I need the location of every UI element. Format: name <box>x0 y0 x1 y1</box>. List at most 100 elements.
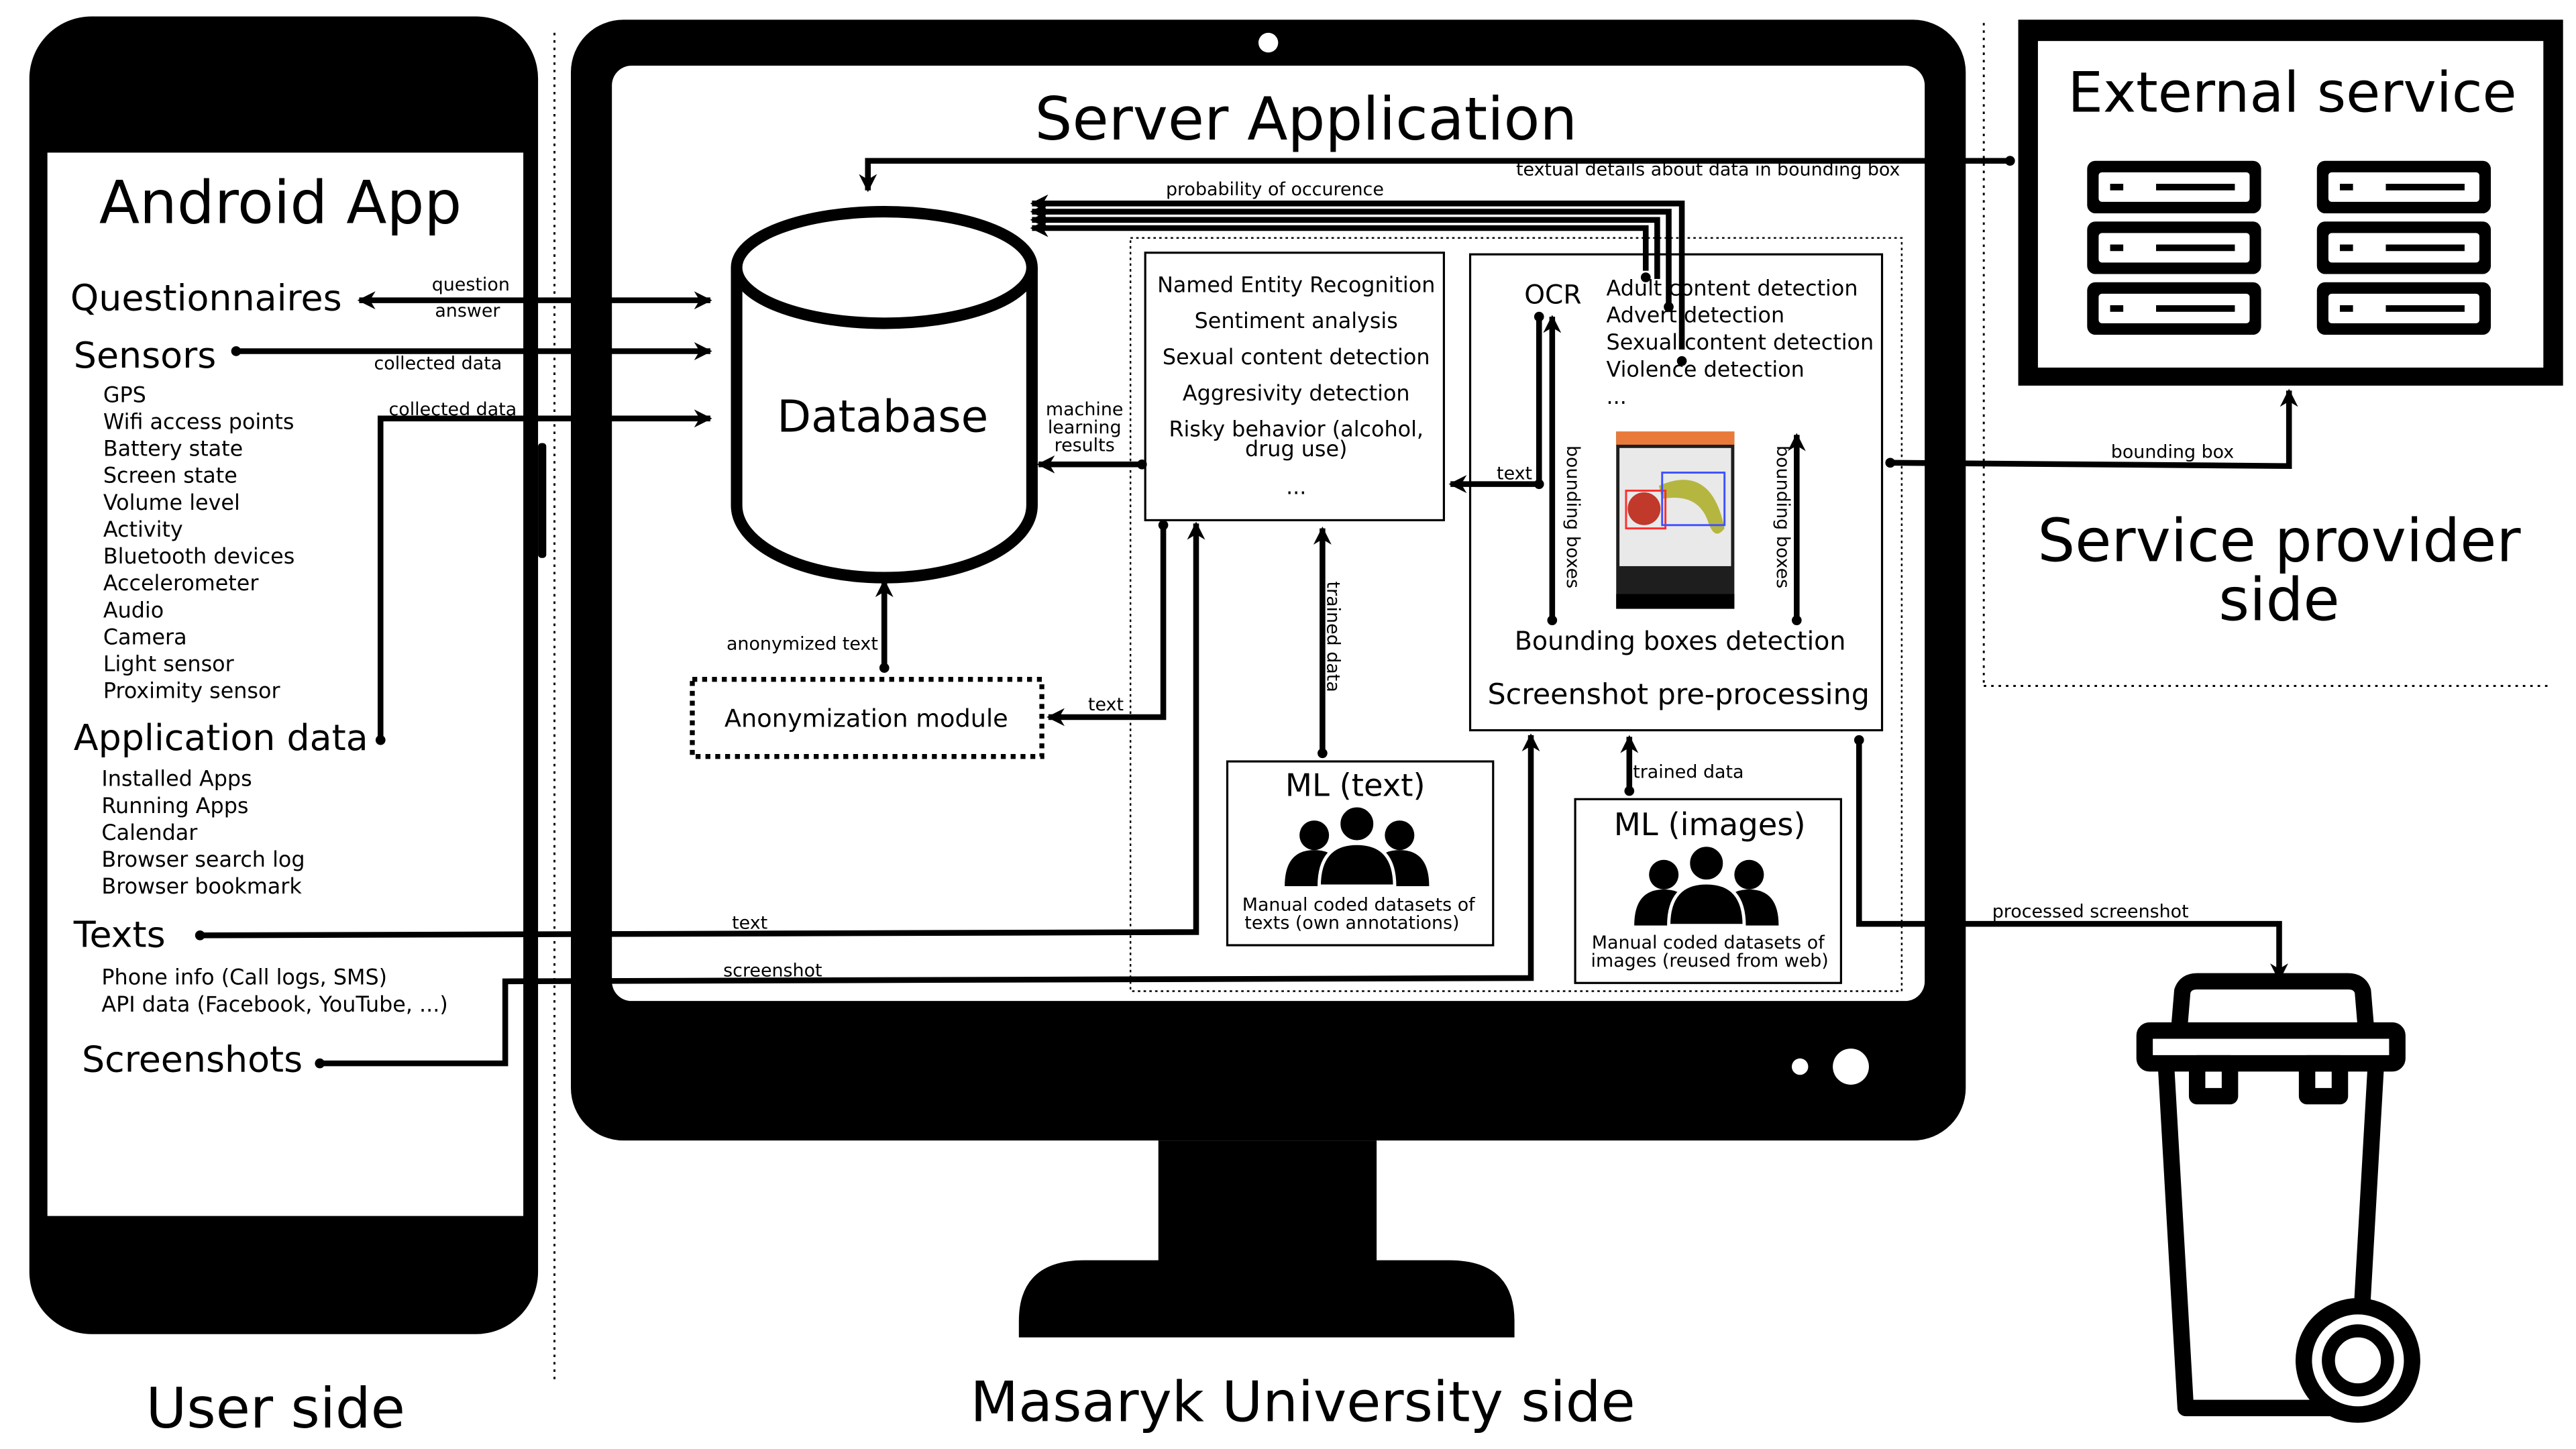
ml-results-label-2: learning <box>1048 417 1122 438</box>
texts-heading: Texts <box>73 913 166 955</box>
arrow-probability-1 <box>1030 194 1685 350</box>
anonymization-module-box <box>690 677 1044 759</box>
application-data-item: Browser bookmark <box>101 874 302 899</box>
sensors-heading: Sensors <box>74 334 216 376</box>
anonymized-text-label: anonymized text <box>727 634 878 655</box>
texts-item: API data (Facebook, YouTube, ...) <box>101 992 447 1017</box>
external-service-title: External service <box>2068 60 2516 125</box>
database-label: Database <box>777 390 988 442</box>
answer-label: answer <box>435 301 500 321</box>
probability-dot-3 <box>1640 272 1651 282</box>
sensor-item: GPS <box>103 382 146 407</box>
service-provider-label-2: side <box>2218 566 2339 635</box>
image-analysis-item: Violence detection <box>1607 357 1805 382</box>
people-icon-text <box>1285 804 1430 888</box>
arrow-probability-2 <box>1030 203 1672 307</box>
text-analysis-item: Aggresivity detection <box>1183 381 1410 406</box>
sensor-item: Wifi access points <box>103 409 294 434</box>
university-side-label: Masaryk University side <box>970 1369 1635 1434</box>
arrow-external-db <box>859 158 2010 193</box>
bounding-box-label: bounding box <box>2111 441 2235 462</box>
arrow-processed-trash <box>1856 740 2288 982</box>
sample-screenshot-thumbnail <box>1616 431 1735 609</box>
probability-label: probability of occurence <box>1166 179 1384 200</box>
ml-results-label-3: results <box>1055 435 1115 456</box>
trained-data-text-label: trained data <box>1323 581 1344 692</box>
analysis-group-outline <box>1129 237 1903 992</box>
application-data-item: Installed Apps <box>101 767 252 792</box>
text-to-anon-label: text <box>1088 694 1124 715</box>
anonymization-module-label: Anonymization module <box>724 704 1008 733</box>
sensor-item: Light sensor <box>103 651 235 676</box>
texts-item: Phone info (Call logs, SMS) <box>101 965 387 990</box>
bounding-boxes-detection-label: Bounding boxes detection <box>1515 627 1845 656</box>
application-data-heading: Application data <box>74 716 368 759</box>
questionnaires-label: Questionnaires <box>70 276 342 319</box>
arrow-probability-4 <box>1030 219 1649 271</box>
application-data-item: Browser search log <box>101 847 305 872</box>
texts-list: Phone info (Call logs, SMS)API data (Fac… <box>101 965 447 1017</box>
probability-dot-1 <box>1676 356 1687 366</box>
text-analysis-item: ... <box>1286 474 1306 499</box>
arrow-appdata-db <box>377 409 712 741</box>
sensor-item: Activity <box>103 517 183 542</box>
user-side-label: User side <box>146 1376 405 1441</box>
text-analysis-box <box>1144 252 1445 522</box>
people-icon-images <box>1634 843 1779 928</box>
ml-text-caption-2: texts (own annotations) <box>1244 913 1459 934</box>
sensor-item: Audio <box>103 598 164 623</box>
database-cylinder <box>731 205 1038 584</box>
trained-data-images-label: trained data <box>1633 762 1743 783</box>
server-application-title: Server Application <box>1035 85 1578 154</box>
sensor-item: Battery state <box>103 437 243 462</box>
android-app-title: Android App <box>99 168 462 237</box>
android-phone <box>29 16 547 1334</box>
arrow-probability-3 <box>1030 211 1660 279</box>
textual-details-label: textual details about data in bounding b… <box>1516 160 1900 180</box>
image-analysis-item: Advert detection <box>1607 303 1785 328</box>
service-provider-label-1: Service provider <box>2037 506 2521 576</box>
text-analysis-item: drug use) <box>1245 437 1347 462</box>
sensor-item: Accelerometer <box>103 571 260 596</box>
screenshots-label: Screenshots <box>82 1038 303 1080</box>
arrow-bbox-external <box>1890 388 2298 470</box>
image-analysis-item: Sexual content detection <box>1607 330 1874 355</box>
ml-images-box <box>1574 798 1842 984</box>
screenshot-preprocessing-label: Screenshot pre-processing <box>1488 678 1870 711</box>
sensor-item: Bluetooth devices <box>103 544 294 569</box>
sensor-item: Screen state <box>103 464 237 488</box>
ml-images-caption-1: Manual coded datasets of <box>1592 932 1825 953</box>
server-rack-icon-left <box>2087 160 2261 335</box>
collected-data-label-1: collected data <box>374 353 502 374</box>
arrow-analysis-anonymization <box>1046 525 1167 727</box>
probability-dot-2 <box>1664 302 1674 312</box>
arrow-screenshots-preprocessing <box>319 733 1540 1067</box>
application-data-item: Calendar <box>101 820 198 845</box>
trash-bin-icon <box>2136 973 2420 1423</box>
ml-results-label-1: machine <box>1046 399 1124 420</box>
screenshot-flow-label: screenshot <box>723 960 822 981</box>
anonymization-connector-dot <box>879 663 890 673</box>
text-analysis-item: Sexual content detection <box>1163 345 1430 370</box>
arrow-texts-analysis <box>200 521 1205 938</box>
text-analysis-item: Sentiment analysis <box>1195 309 1398 333</box>
sensor-item: Volume level <box>103 490 240 515</box>
image-analysis-item: ... <box>1607 384 1627 409</box>
ocr-text-label: text <box>1497 463 1532 484</box>
ml-images-title: ML (images) <box>1614 806 1806 843</box>
sensor-item: Camera <box>103 625 187 649</box>
ocr-label: OCR <box>1524 280 1581 311</box>
ml-text-caption-1: Manual coded datasets of <box>1242 895 1475 916</box>
processed-screenshot-label: processed screenshot <box>1992 901 2189 922</box>
bbox-right-label: bounding boxes <box>1772 445 1793 588</box>
sensor-item: Proximity sensor <box>103 679 281 704</box>
question-label: question <box>432 274 510 295</box>
ml-images-caption-2: images (reused from web) <box>1591 951 1829 971</box>
ml-text-title: ML (text) <box>1285 767 1426 803</box>
collected-data-label-2: collected data <box>388 399 517 420</box>
bbox-left-label: bounding boxes <box>1562 445 1583 588</box>
